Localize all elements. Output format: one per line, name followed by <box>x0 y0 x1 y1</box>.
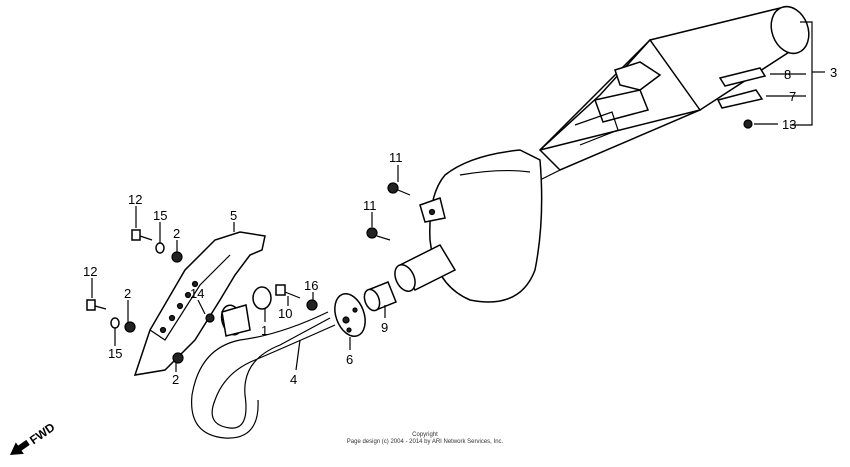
callout-15-lower: 15 <box>108 346 122 361</box>
callout-3: 3 <box>830 65 837 80</box>
callout-labels: 3 8 7 13 11 11 12 15 2 5 12 2 15 2 14 1 … <box>83 65 837 387</box>
copyright-title: Copyright <box>412 432 438 438</box>
callout-9: 9 <box>381 320 388 335</box>
fwd-direction-indicator: FWD <box>10 420 58 455</box>
washer-15-upper <box>155 242 165 254</box>
callout-2-middle: 2 <box>124 286 131 301</box>
callout-2-lower: 2 <box>172 372 179 387</box>
nut-2-c <box>172 352 184 364</box>
bolt-12-lower <box>86 299 107 311</box>
nut-16 <box>306 299 318 311</box>
callout-11-lower: 11 <box>363 198 377 213</box>
callout-7: 7 <box>789 89 796 104</box>
washer-15-lower <box>110 317 120 329</box>
bolt-10 <box>275 284 301 299</box>
nut-2-a <box>171 251 183 263</box>
leader-lines <box>91 21 825 372</box>
callout-2-upper: 2 <box>173 226 180 241</box>
bolt-12-upper <box>131 229 153 241</box>
bolt-13 <box>743 119 753 129</box>
gasket-ring-1 <box>252 286 272 310</box>
callout-12-lower: 12 <box>83 264 97 279</box>
callout-10: 10 <box>278 306 292 321</box>
gasket-9 <box>363 281 397 312</box>
fwd-label: FWD <box>27 420 58 447</box>
callout-8: 8 <box>784 67 791 82</box>
nut-2-b <box>124 321 136 333</box>
bolt-11-upper <box>387 182 411 196</box>
callout-11-upper: 11 <box>389 150 403 165</box>
exhaust-pipe-4 <box>191 304 336 439</box>
callout-12-upper: 12 <box>128 192 142 207</box>
callout-1: 1 <box>261 323 268 338</box>
fwd-arrow-icon <box>10 439 30 455</box>
muffler-assembly <box>394 5 810 303</box>
callout-13: 13 <box>782 117 796 132</box>
callout-15-upper: 15 <box>153 208 167 223</box>
copyright-line: Page design (c) 2004 - 2014 by ARI Netwo… <box>347 439 504 445</box>
callout-5: 5 <box>230 208 237 223</box>
callout-6: 6 <box>346 352 353 367</box>
callout-4: 4 <box>290 372 297 387</box>
bolt-11-lower <box>366 227 391 241</box>
joint-flange-6 <box>334 293 366 337</box>
bolt-14 <box>205 313 215 323</box>
callout-14: 14 <box>190 286 204 301</box>
callout-16: 16 <box>304 278 318 293</box>
strap-7 <box>716 89 764 109</box>
strap-8 <box>718 67 767 87</box>
